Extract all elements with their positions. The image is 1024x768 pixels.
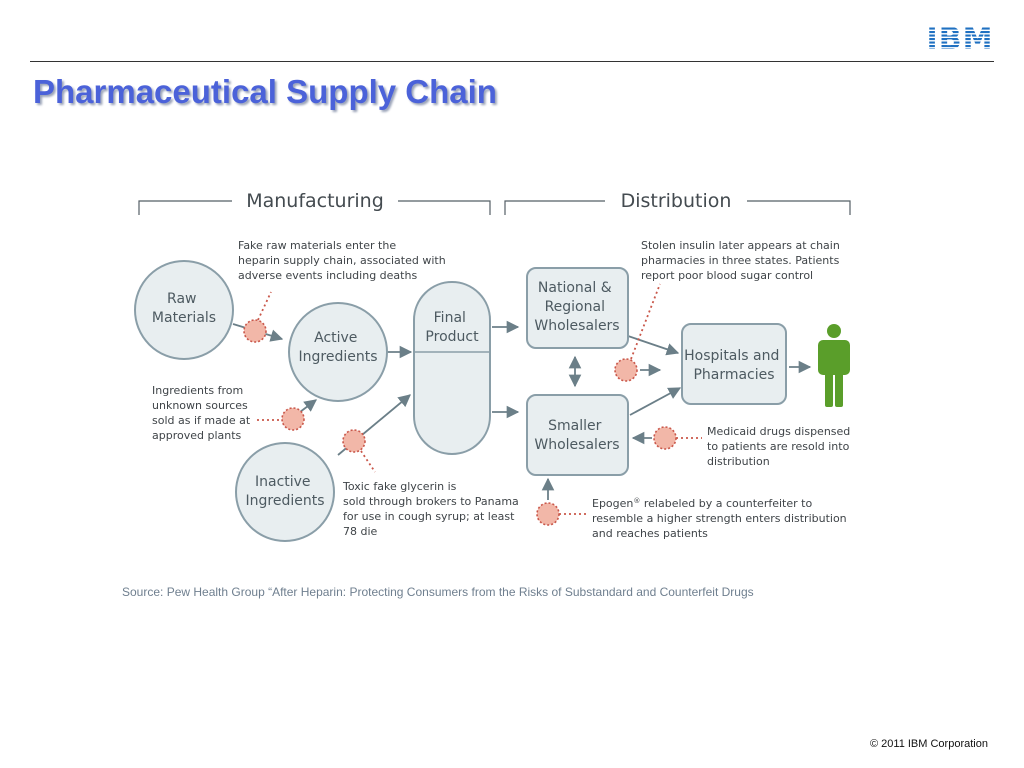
node-inactive-ingredients-label: Ingredients [246, 493, 325, 509]
arrow-national-to-hospitals [627, 335, 680, 356]
page-title: Pharmaceutical Supply Chain [33, 73, 497, 110]
note-stolen-insulin: Stolen insulin later appears at chain ph… [641, 239, 843, 282]
node-final-product-label: Final [434, 310, 466, 326]
node-national-wholesalers-label: Regional [545, 299, 605, 315]
node-inactive-ingredients-label: Inactive [255, 474, 311, 490]
svg-text:Inactive Ingredients: Inactive Ingredients [246, 474, 325, 509]
node-raw-materials-label: Materials [152, 310, 216, 326]
node-inactive-ingredients: Inactive Ingredients [235, 442, 335, 542]
ibm-logo-text: IBM [927, 24, 994, 52]
node-active-ingredients-label: Active [314, 330, 357, 346]
arrow-smaller-to-hospitals [629, 387, 682, 416]
node-smaller-wholesalers-label: Wholesalers [534, 437, 619, 453]
risk-marker-epogen [536, 502, 586, 526]
distribution-bracket [504, 200, 851, 215]
source-citation: Source: Pew Health Group “After Heparin:… [122, 585, 754, 599]
node-national-wholesalers-label: National & [538, 280, 612, 296]
note-fake-raw-materials: Fake raw materials enter the heparin sup… [238, 239, 449, 282]
node-final-product-label: Product [425, 329, 479, 345]
risk-markers [243, 283, 702, 526]
manufacturing-bracket [138, 200, 491, 215]
risk-marker-toxic-glycerin [342, 429, 376, 473]
node-national-wholesalers-label: Wholesalers [534, 318, 619, 334]
manufacturing-section-label: Manufacturing [246, 190, 384, 212]
risk-marker-unknown-sources [257, 407, 305, 431]
note-toxic-glycerin: Toxic fake glycerin is sold through brok… [342, 480, 522, 538]
header-rule [30, 61, 994, 62]
risk-marker-fake-raw [243, 291, 272, 343]
node-smaller-wholesalers-label: Smaller [548, 418, 601, 434]
node-active-ingredients: Active Ingredients [288, 302, 388, 402]
svg-text:Final Product: Final Product [425, 310, 479, 345]
svg-text:Active Ingredients: Active Ingredients [299, 330, 378, 365]
node-smaller-wholesalers: Smaller Wholesalers [526, 394, 629, 476]
note-unknown-sources: Ingredients from unknown sources sold as… [152, 384, 254, 442]
node-raw-materials: Raw Materials [134, 260, 234, 360]
svg-text:Smaller Wholesalers: Smaller Wholesalers [534, 418, 619, 453]
svg-text:Raw Materials: Raw Materials [152, 291, 216, 326]
patient-icon [818, 324, 850, 407]
svg-text:National & Regional: National & Regional Wholesalers [534, 280, 619, 334]
node-final-product: Final Product [413, 281, 491, 455]
node-active-ingredients-label: Ingredients [299, 349, 378, 365]
node-national-wholesalers: National & Regional Wholesalers [526, 267, 629, 349]
note-epogen: Epogen® relabeled by a counterfeiter to … [592, 497, 850, 540]
distribution-section-label: Distribution [621, 190, 732, 212]
ibm-logo: IBM [927, 24, 994, 52]
node-hospitals-pharmacies: Hospitals and Pharmacies [681, 323, 787, 405]
risk-marker-stolen-insulin [614, 283, 661, 382]
svg-text:Hospitals and Pharmacies: Hospitals and Pharmacies [684, 348, 784, 383]
node-hospitals-pharmacies-label: Hospitals and [684, 348, 779, 364]
note-medicaid-drugs: Medicaid drugs dispensed to patients are… [707, 425, 854, 468]
node-hospitals-pharmacies-label: Pharmacies [693, 367, 774, 383]
copyright-notice: © 2011 IBM Corporation [870, 738, 988, 750]
risk-marker-medicaid [653, 426, 702, 450]
node-raw-materials-label: Raw [167, 291, 196, 307]
